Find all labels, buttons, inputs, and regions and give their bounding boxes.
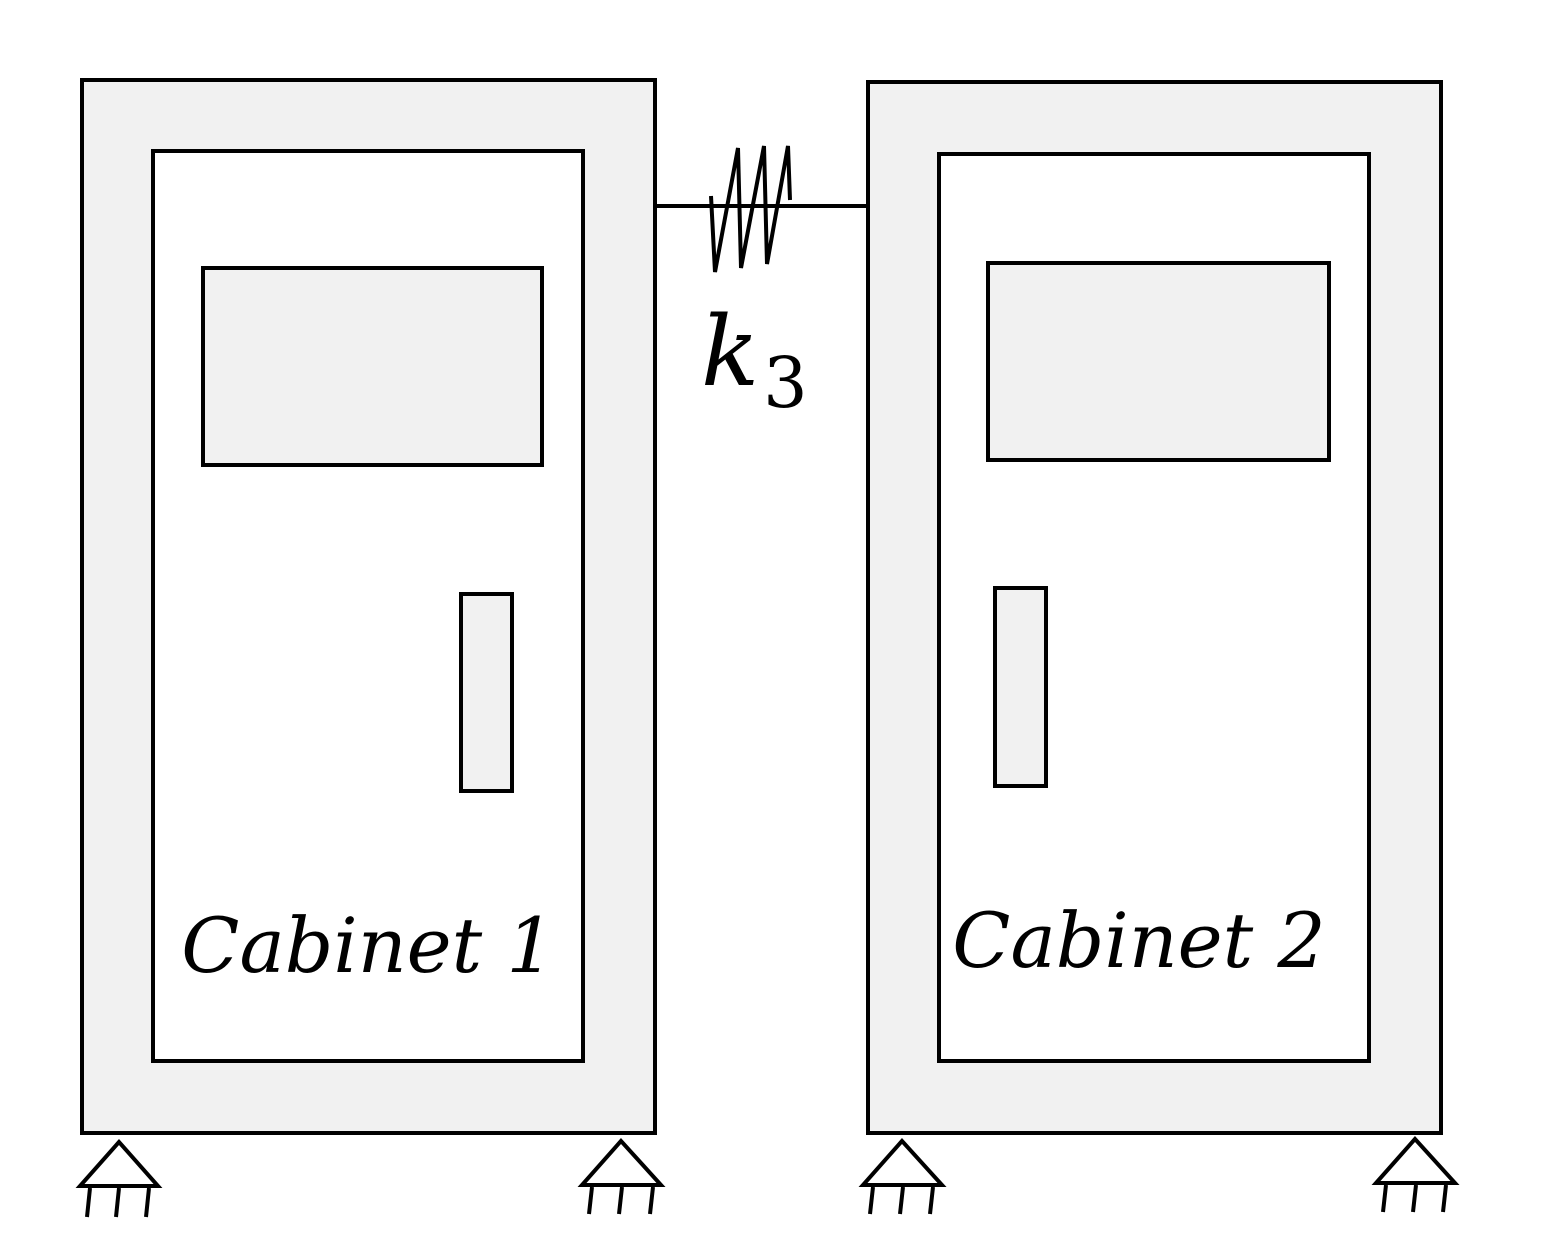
spring-symbol: k (701, 296, 759, 408)
cabinet-1-handle (459, 592, 514, 793)
cabinet-1: Cabinet 1 (80, 78, 657, 1135)
spring-k3: k3 (655, 145, 868, 424)
cabinet-2-window (986, 261, 1331, 462)
support-pin-1 (75, 1138, 163, 1218)
support-pin-2 (577, 1138, 666, 1215)
spring-coil (709, 145, 792, 273)
cabinet-1-window (201, 266, 544, 467)
cabinet-2-label: Cabinet 2 (952, 896, 1325, 985)
support-pin-3 (858, 1138, 947, 1215)
spring-subscript: 3 (763, 342, 808, 424)
cabinet-2: Cabinet 2 (866, 80, 1443, 1135)
spring-label: k3 (701, 296, 808, 424)
cabinet-2-handle (993, 586, 1048, 788)
cabinet-1-label: Cabinet 1 (181, 901, 554, 990)
support-pin-4 (1371, 1136, 1460, 1213)
